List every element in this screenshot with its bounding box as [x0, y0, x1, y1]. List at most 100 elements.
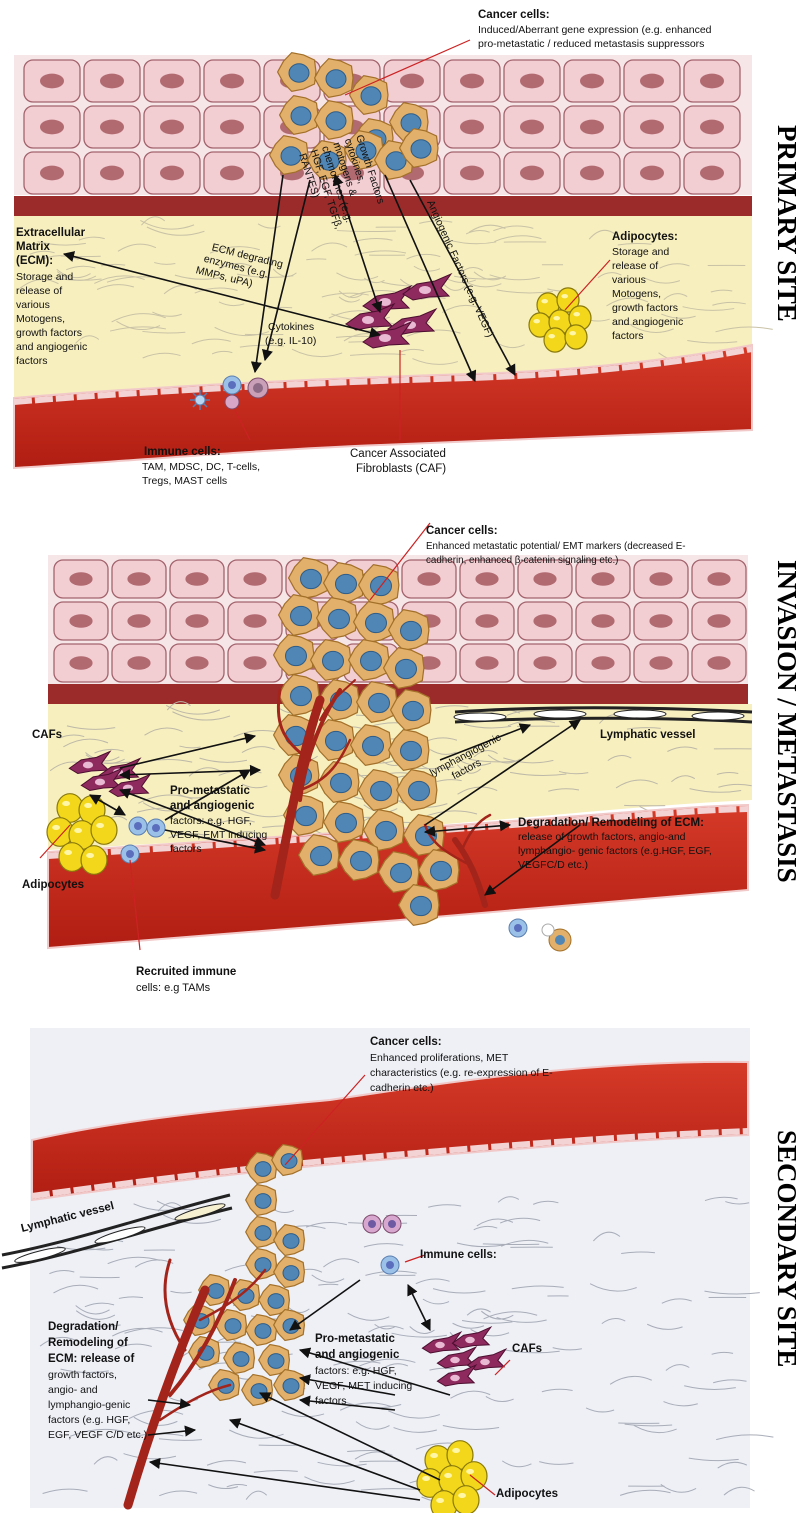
adipo-desc-6: and angiogenic — [612, 316, 683, 328]
cancer-nucleus — [326, 70, 346, 88]
cancer-nucleus — [283, 1266, 299, 1281]
secondary-cancer-desc-3: cadherin etc.) — [370, 1082, 434, 1094]
epithelial-nucleus — [127, 572, 150, 585]
adipocyte-highlight — [62, 801, 70, 806]
epithelial-nucleus — [707, 614, 730, 627]
cancer-nucleus — [255, 1226, 271, 1241]
recruited-label-1: Recruited immune — [136, 966, 236, 978]
epithelial-nucleus — [707, 572, 730, 585]
deg-1: Degradation/ — [48, 1321, 119, 1333]
adipocyte — [565, 325, 587, 349]
epithelial-nucleus — [243, 656, 266, 669]
epithelial-nucleus — [417, 572, 440, 585]
secondary-immune-label: Immune cells: — [420, 1249, 497, 1261]
epithelial-nucleus — [185, 656, 208, 669]
cancer-nucleus — [286, 646, 307, 665]
caf-nucleus — [450, 1357, 460, 1363]
deg-5: angio- and — [48, 1384, 98, 1396]
adipo-desc-7: factors — [612, 330, 644, 342]
adipo-desc-3: various — [612, 274, 646, 286]
epithelial-nucleus — [700, 120, 724, 135]
adipocyte-highlight — [96, 823, 104, 828]
epithelial-nucleus — [40, 166, 64, 181]
epithelial-nucleus — [40, 120, 64, 135]
ecm-desc-6: and angiogenic — [16, 341, 87, 353]
primary-cancer-title: Cancer cells: — [478, 9, 550, 21]
caf-nucleus — [83, 762, 93, 769]
cancer-nucleus — [255, 1162, 271, 1177]
cancer-nucleus — [255, 1324, 271, 1339]
primary-cancer-desc-2: pro-metastatic / reduced metastasis supp… — [478, 38, 704, 50]
epithelial-nucleus — [185, 572, 208, 585]
cancer-nucleus — [396, 659, 417, 678]
adipocyte-highlight — [430, 1453, 438, 1458]
cancer-nucleus — [361, 651, 382, 670]
invasion-degradation-title: Degradation/ Remodeling of ECM: — [518, 817, 704, 829]
caf-nucleus — [362, 316, 374, 324]
cancer-nucleus — [233, 1352, 249, 1367]
adipocyte-highlight — [436, 1498, 444, 1503]
caf-nucleus — [450, 1375, 460, 1381]
cancer-nucleus — [336, 813, 357, 832]
adipocyte-highlight — [561, 294, 568, 298]
caf-nucleus — [435, 1342, 445, 1348]
invasion-degradation-desc-2: lymphangio- genic factors (e.g.HGF, EGF, — [518, 845, 712, 857]
cancer-nucleus — [289, 64, 309, 82]
adipocyte-highlight — [458, 1493, 466, 1498]
cancer-nucleus — [401, 621, 422, 640]
pro-5: factors — [315, 1395, 347, 1407]
cancer-nucleus — [283, 1234, 299, 1249]
epithelial-nucleus — [220, 74, 244, 89]
deg-7: factors (e.g. HGF, — [48, 1414, 130, 1426]
cancer-nucleus — [225, 1319, 241, 1334]
epithelial-nucleus — [400, 74, 424, 89]
cancer-nucleus — [411, 140, 431, 158]
deg-4: growth factors, — [48, 1369, 117, 1381]
epithelial-nucleus — [220, 120, 244, 135]
ecm-desc-2: release of — [16, 285, 62, 297]
pro-1: Pro-metastatic — [315, 1333, 395, 1345]
epithelial-nucleus — [580, 166, 604, 181]
epithelial-nucleus — [100, 166, 124, 181]
panel-secondary-site: Cancer cells: Enhanced proliferations, M… — [2, 1028, 802, 1513]
cancer-nucleus — [268, 1354, 284, 1369]
adipocytes-title: Adipocytes: — [612, 231, 678, 243]
pro-3: factors: e.g. HGF, — [315, 1365, 397, 1377]
epithelial-nucleus — [520, 74, 544, 89]
cancer-nucleus — [409, 781, 430, 800]
epithelial-nucleus — [220, 166, 244, 181]
cancer-nucleus — [255, 1194, 271, 1209]
invasion-pro-title-1: Pro-metastatic — [170, 785, 250, 797]
ecm-desc-4: Motogens, — [16, 313, 65, 325]
epithelial-nucleus — [243, 614, 266, 627]
epithelial-nucleus — [707, 656, 730, 669]
epithelial-nucleus — [127, 614, 150, 627]
side-title-invasion: INVASION / METASTASIS — [772, 560, 802, 883]
cancer-nucleus — [268, 1294, 284, 1309]
ecm-fiber — [359, 1461, 402, 1462]
adipocyte-highlight — [548, 334, 555, 338]
epithelial-nucleus — [185, 614, 208, 627]
caf-label-2: Fibroblasts (CAF) — [356, 463, 446, 475]
adipocyte-highlight — [52, 825, 60, 830]
ecm-title-2: Matrix — [16, 241, 50, 253]
epithelial-nucleus — [69, 572, 92, 585]
cancer-nucleus — [311, 846, 332, 865]
invasion-cancer-desc-1: Enhanced metastatic potential/ EMT marke… — [426, 541, 686, 552]
cancer-nucleus — [361, 87, 381, 105]
invasion-cancer-desc-2: cadherin, enhanced β-catenin signaling e… — [426, 555, 618, 566]
cancer-nucleus — [376, 821, 397, 840]
adipocyte-highlight — [533, 319, 540, 323]
cancer-nucleus — [369, 693, 390, 712]
adipocyte — [81, 846, 107, 875]
invasion-lymph-vessel-label: Lymphatic vessel — [600, 729, 695, 741]
epithelial-nucleus — [475, 614, 498, 627]
epithelial-nucleus — [460, 166, 484, 181]
secondary-cancer-desc-1: Enhanced proliferations, MET — [370, 1052, 509, 1064]
cancer-nucleus — [283, 1379, 299, 1394]
epithelial-nucleus — [520, 166, 544, 181]
adipocyte-highlight — [466, 1469, 474, 1474]
invasion-adipocytes-label: Adipocytes — [22, 879, 84, 891]
cancer-nucleus — [401, 741, 422, 760]
adipo-desc-2: release of — [612, 260, 658, 272]
